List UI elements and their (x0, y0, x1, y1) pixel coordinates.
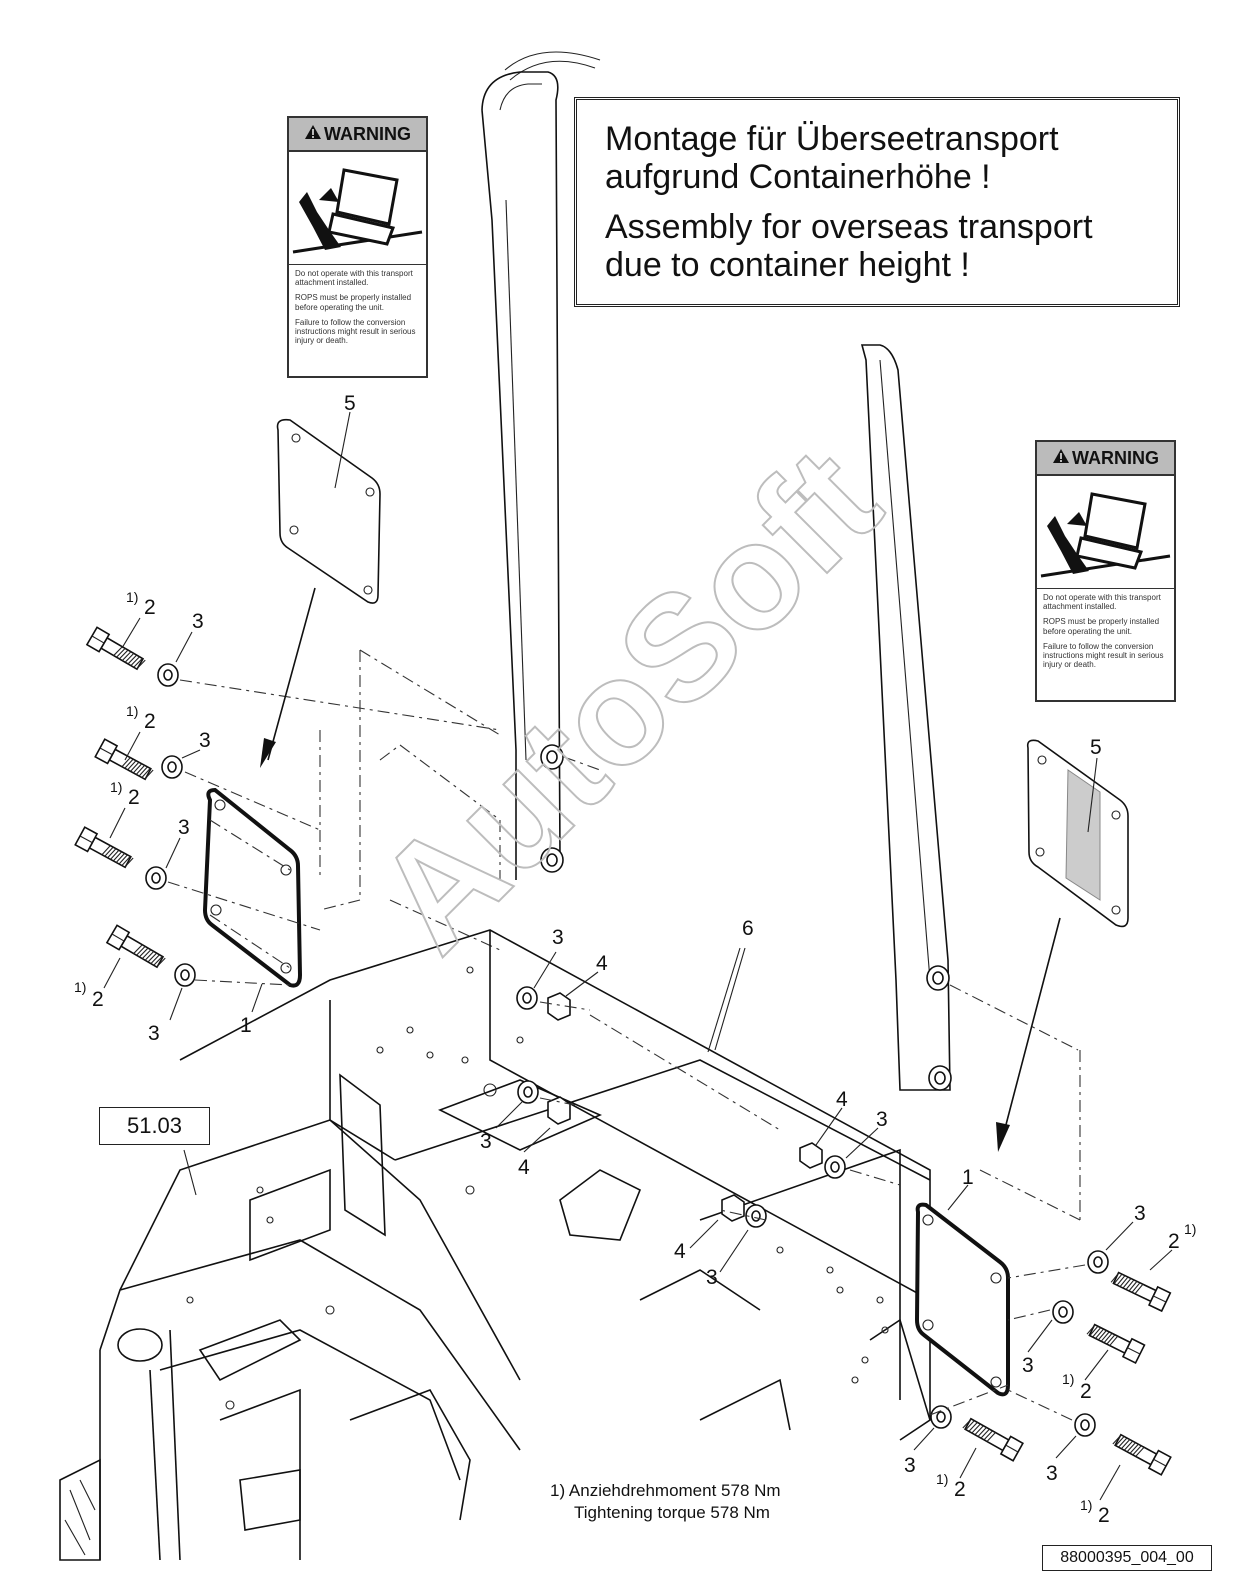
label-plate-right (1026, 739, 1129, 928)
torque-marker: 1) (1184, 1221, 1196, 1237)
footnote-en: Tightening torque 578 Nm (574, 1503, 770, 1522)
warning-triangle-icon (1052, 442, 1070, 474)
callout-bolt: 2 (1080, 1380, 1092, 1403)
callout-rops: 6 (742, 917, 754, 940)
footnote-de: 1) Anziehdrehmoment 578 Nm (550, 1481, 781, 1500)
callout-nut: 4 (518, 1156, 530, 1179)
assembly-note-box: Montage für Überseetransport aufgrund Co… (574, 97, 1180, 307)
torque-marker: 1) (126, 703, 138, 719)
torque-marker: 1) (936, 1471, 948, 1487)
callout-washer: 3 (199, 729, 211, 752)
title-en-line-1: Assembly for overseas transport (605, 208, 1093, 246)
warning-text: Do not operate with this transport attac… (295, 269, 416, 346)
machine-chassis (59, 929, 931, 1561)
rops-frame (481, 51, 1079, 1091)
torque-marker: 1) (1080, 1497, 1092, 1513)
tipping-machine-pictogram-icon (1037, 476, 1174, 589)
callout-washer: 3 (148, 1022, 160, 1045)
callout-nut: 4 (596, 952, 608, 975)
watermark: AutoSoft (344, 416, 910, 982)
callout-bolt: 2 (92, 988, 104, 1011)
hex-bolt (1112, 1433, 1172, 1476)
callout-washer: 3 (876, 1108, 888, 1131)
callout-washer: 3 (178, 816, 190, 839)
assembly-lines (167, 679, 1086, 1421)
bushing (540, 744, 952, 1091)
callout-plate: 1 (240, 1014, 252, 1037)
warning-decal-right: WARNING Do not operate with this transpo… (1035, 440, 1176, 702)
title-de-line-2: aufgrund Containerhöhe ! (605, 158, 991, 196)
reference-box: 51.03 (99, 1107, 210, 1145)
warning-header: WARNING (289, 118, 426, 152)
callout-labels: 1) 2 3 1) 2 3 1) 2 3 1) 2 3 1 5 3 4 6 3 … (74, 392, 1196, 1527)
hex-bolt (1086, 1323, 1146, 1365)
callout-bolt: 2 (128, 786, 140, 809)
hex-bolt (1110, 1271, 1172, 1313)
phantom-outline (319, 649, 1081, 1221)
callout-label: 5 (344, 392, 356, 415)
washers (145, 663, 1109, 1437)
title-en-line-2: due to container height ! (605, 246, 970, 284)
nuts (547, 992, 823, 1222)
callout-washer: 3 (706, 1266, 718, 1289)
torque-marker: 1) (74, 979, 86, 995)
bolts (74, 626, 1172, 1476)
callout-washer: 3 (1022, 1354, 1034, 1377)
torque-footnote: 1) Anziehdrehmoment 578 Nm Tightening to… (550, 1480, 781, 1524)
mounting-plate-left (202, 787, 303, 988)
hex-bolt (105, 924, 166, 969)
warning-header: WARNING (1037, 442, 1174, 476)
hex-bolt (962, 1417, 1024, 1462)
callout-nut: 4 (674, 1240, 686, 1263)
callout-bolt: 2 (144, 710, 156, 733)
callout-plate: 1 (962, 1166, 974, 1189)
callout-washer: 3 (904, 1454, 916, 1477)
warning-triangle-icon (304, 118, 322, 150)
arrow (260, 587, 1061, 1152)
warning-text: Do not operate with this transport attac… (1043, 593, 1164, 670)
hex-bolt (94, 738, 154, 781)
warning-decal-left: WARNING Do not operate with this transpo… (287, 116, 428, 378)
torque-marker: 1) (1062, 1371, 1074, 1387)
callout-washer: 3 (1134, 1202, 1146, 1225)
callout-washer: 3 (480, 1130, 492, 1153)
torque-marker: 1) (110, 779, 122, 795)
callout-nut: 4 (836, 1088, 848, 1111)
callout-washer: 3 (1046, 1462, 1058, 1485)
title-de-line-1: Montage für Überseetransport (605, 120, 1059, 158)
callout-bolt: 2 (144, 596, 156, 619)
label-plate-left (276, 418, 381, 604)
hex-bolt (74, 826, 134, 869)
drawing-id: 88000395_004_00 (1042, 1545, 1212, 1571)
torque-marker: 1) (126, 589, 138, 605)
callout-label: 5 (1090, 736, 1102, 759)
leader-lines (103, 411, 1173, 1501)
callout-washer: 3 (192, 610, 204, 633)
callout-bolt: 2 (954, 1478, 966, 1501)
callout-bolt: 2 (1098, 1504, 1110, 1527)
hex-bolt (85, 626, 146, 671)
callout-washer: 3 (552, 926, 564, 949)
tipping-machine-pictogram-icon (289, 152, 426, 265)
callout-bolt: 2 (1168, 1230, 1180, 1253)
